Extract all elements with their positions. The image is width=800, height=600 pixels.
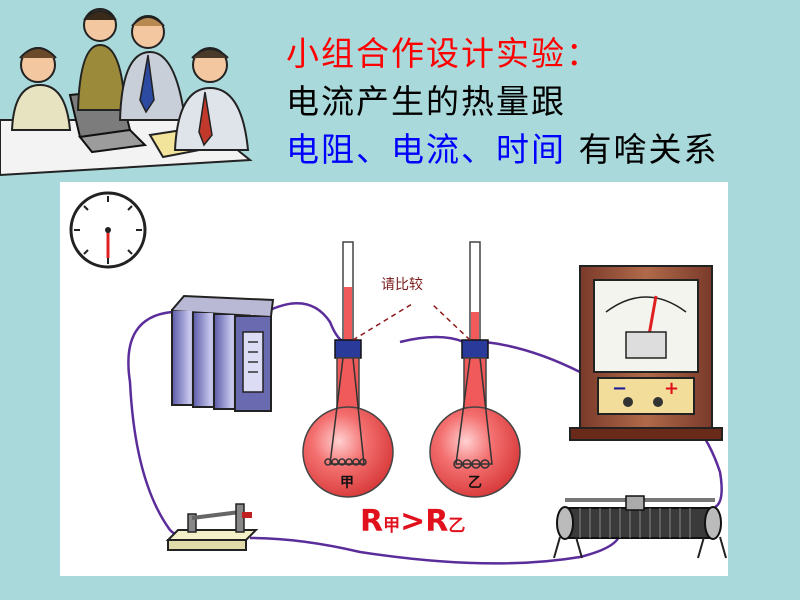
team-clipart (0, 8, 253, 177)
compare-label: 请比较 (381, 277, 423, 293)
flask-right-label: 乙 (468, 475, 482, 491)
heading-line-1: 小组合作设计实验： (286, 34, 601, 73)
knife-switch (165, 503, 259, 551)
heading-line-2: 电流产生的热量跟 (286, 82, 566, 121)
meter-minus-label: − (612, 378, 628, 399)
heading-line-3: 电阻、电流、时间 有啥关系 (286, 126, 796, 174)
resistance-relation: R甲>R乙 (360, 504, 465, 539)
relation-gt: > (400, 504, 426, 539)
flask-right (429, 241, 521, 498)
relation-sub-right: 乙 (448, 516, 466, 536)
stopwatch-icon (69, 191, 147, 269)
rheostat (553, 495, 727, 559)
relation-r-right: R (425, 504, 449, 539)
flask-left-label: 甲 (340, 475, 354, 491)
meter-plus-label: + (664, 378, 680, 399)
heading: 小组合作设计实验： 电流产生的热量跟 电阻、电流、时间 有啥关系 (286, 30, 796, 174)
heading-line-3-highlight: 电阻、电流、时间 (286, 130, 566, 169)
battery-pack (171, 294, 275, 412)
flask-left (302, 241, 394, 498)
ammeter (569, 265, 723, 441)
relation-r-left: R (360, 504, 384, 539)
relation-sub-left: 甲 (383, 516, 401, 536)
circuit-diagram: 请比较 甲 乙 R甲>R乙 − + (60, 182, 728, 576)
compare-lines (352, 303, 471, 341)
heading-line-3-rest: 有啥关系 (566, 130, 719, 169)
